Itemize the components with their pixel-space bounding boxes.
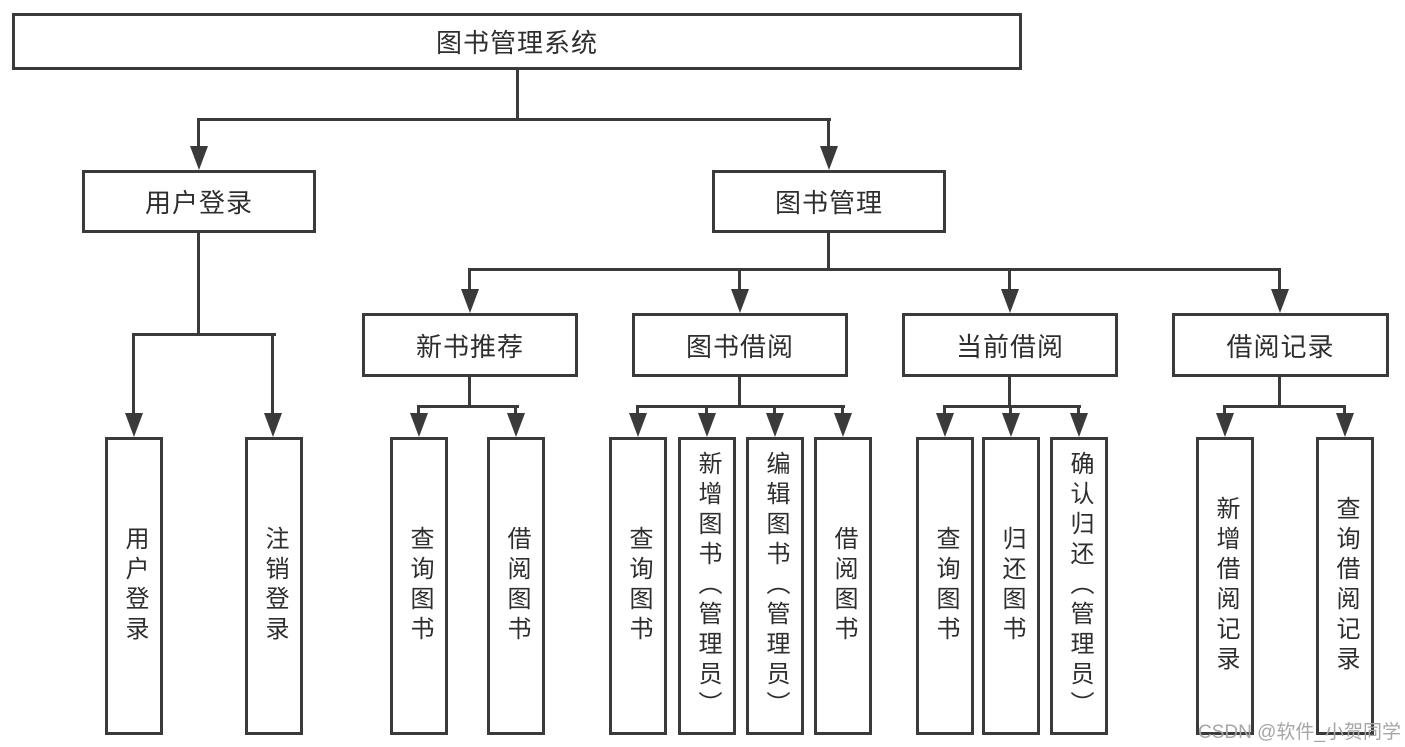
arrow-down [936,413,954,437]
connector-line [197,233,200,336]
leaf-label: 编辑图书（管理员） [762,451,789,721]
node-label: 借阅记录 [1226,331,1335,362]
arrow-down [1002,413,1020,437]
connector-line [271,333,274,415]
connector-line [636,405,845,408]
node-book-borrowing: 图书借阅 [632,313,848,377]
arrow-down [461,289,479,313]
arrow-down [410,413,428,437]
leaf-query-books-recommend: 查询图书 [390,437,448,735]
connector-line [468,268,471,292]
node-label: 新书推荐 [415,331,524,362]
node-library-management-system: 图书管理系统 [12,13,1022,70]
leaf-label: 归还图书 [998,526,1025,646]
leaf-label: 查询图书 [406,526,433,646]
arrow-down [1001,289,1019,313]
leaf-edit-books-admin: 编辑图书（管理员） [746,437,804,735]
leaf-label: 新增借阅记录 [1212,496,1239,676]
leaf-borrow-books-recommend: 借阅图书 [487,437,545,735]
connector-line [516,70,519,118]
connector-line [827,233,830,271]
arrow-down [629,413,647,437]
node-user-login: 用户登录 [82,170,316,233]
leaf-label: 借阅图书 [830,526,857,646]
node-label: 用户登录 [144,188,253,218]
connector-line [132,333,135,415]
leaf-query-books-current: 查询图书 [916,437,974,735]
connector-line [1223,405,1226,417]
leaf-label: 用户登录 [121,526,148,646]
arrow-down [1216,413,1234,437]
connector-line [197,118,831,121]
connector-line [1077,405,1080,417]
connector-line [705,405,708,417]
connector-line [943,405,946,417]
leaf-label: 确认归还（管理员） [1066,451,1093,721]
leaf-confirm-return-admin: 确认归还（管理员） [1050,437,1108,735]
arrow-down [507,413,525,437]
leaf-add-books-admin: 新增图书（管理员） [678,437,736,735]
node-book-management: 图书管理 [712,170,946,233]
arrow-down [264,413,282,437]
arrow-down [698,413,716,437]
arrow-down [190,146,208,170]
leaf-label: 查询图书 [625,526,652,646]
leaf-label: 查询图书 [932,526,959,646]
connector-line [1008,268,1011,292]
node-borrowing-records: 借阅记录 [1172,313,1389,377]
arrow-down [834,413,852,437]
connector-line [1008,377,1011,408]
leaf-label: 查询借阅记录 [1332,496,1359,676]
leaf-borrow-books: 借阅图书 [814,437,872,735]
node-new-book-recommendation: 新书推荐 [362,313,578,377]
connector-line [636,405,639,417]
connector-line [197,118,200,150]
leaf-query-borrow-record: 查询借阅记录 [1316,437,1374,735]
leaf-return-books: 归还图书 [982,437,1040,735]
connector-line [827,118,830,150]
connector-line [738,377,741,408]
node-current-borrowing: 当前借阅 [902,313,1118,377]
leaf-logout: 注销登录 [245,437,303,735]
node-label: 图书管理 [774,188,883,218]
arrow-down [1070,413,1088,437]
leaf-query-books-borrowing: 查询图书 [609,437,667,735]
arrow-down [1336,413,1354,437]
connector-line [773,405,776,417]
connector-line [417,405,420,417]
connector-line [841,405,844,417]
node-label: 图书借阅 [685,331,794,362]
leaf-add-borrow-record: 新增借阅记录 [1196,437,1254,735]
node-label: 当前借阅 [955,331,1064,362]
arrow-down [820,146,838,170]
leaf-label: 注销登录 [261,526,288,646]
connector-line [1278,377,1281,408]
connector-line [468,268,1281,271]
arrow-down [125,413,143,437]
connector-line [1278,268,1281,292]
node-label: 图书管理系统 [435,28,598,58]
csdn-watermark: CSDN @软件_小贺同学 [1198,722,1401,743]
arrow-down [731,289,749,313]
connector-line [468,377,471,408]
connector-line [417,405,519,408]
connector-line [514,405,517,417]
connector-line [943,405,1081,408]
leaf-label: 借阅图书 [503,526,530,646]
connector-line [1009,405,1012,417]
connector-line [1223,405,1346,408]
arrow-down [1271,289,1289,313]
leaf-label: 新增图书（管理员） [694,451,721,721]
leaf-user-login: 用户登录 [105,437,163,735]
connector-line [1343,405,1346,417]
connector-line [738,268,741,292]
arrow-down [766,413,784,437]
connector-line [132,333,276,336]
